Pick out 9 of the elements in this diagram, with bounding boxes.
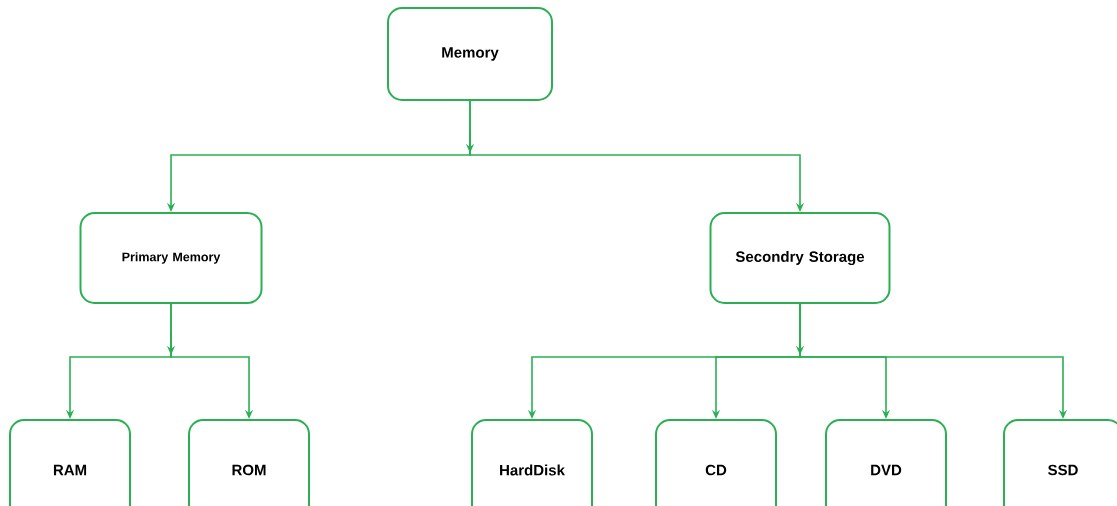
process-box: Primary Memory (79, 212, 263, 304)
process-box: ROM (188, 419, 310, 506)
process-box: DVD (825, 419, 947, 506)
process-box: RAM (9, 419, 131, 506)
process-box: HardDisk (471, 419, 593, 506)
process-box: CD (655, 419, 777, 506)
process-box: Secondry Storage (709, 212, 891, 304)
process-box: SSD (1003, 419, 1117, 506)
process-box: Memory (387, 7, 553, 101)
